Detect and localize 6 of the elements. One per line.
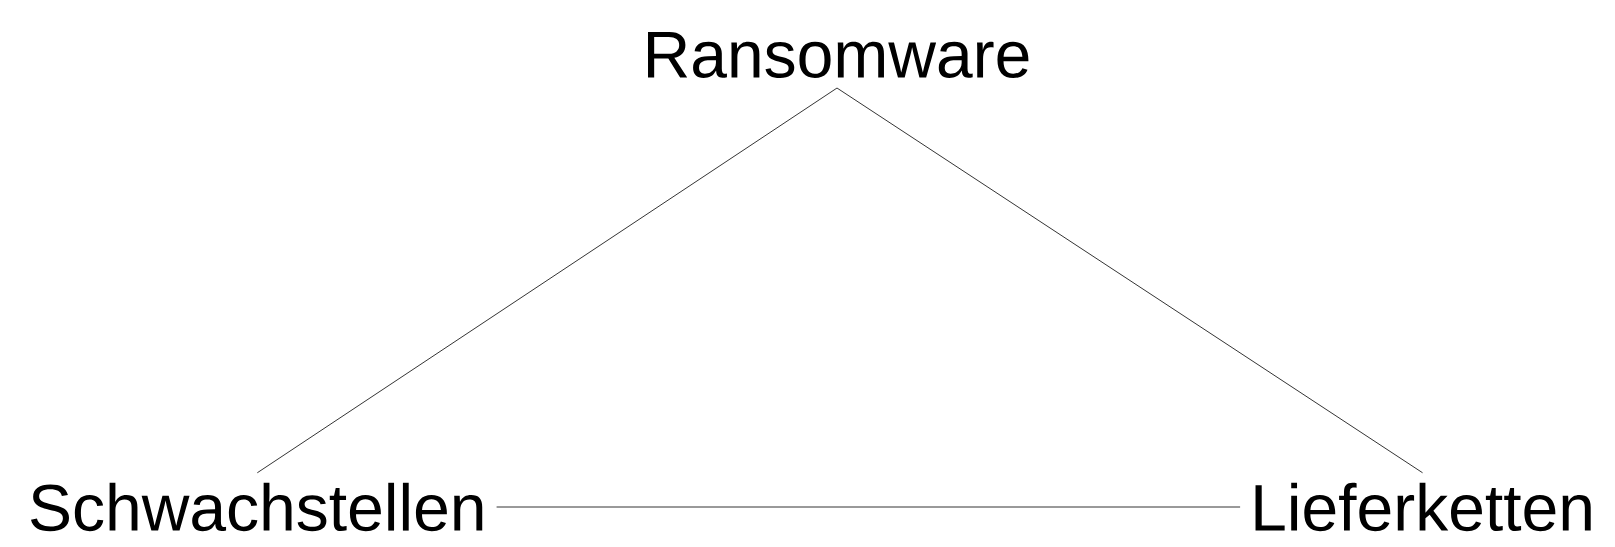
connector-line (496, 506, 1241, 508)
node-label: Lieferketten (1255, 482, 1591, 532)
connector-line (836, 87, 1423, 474)
connector-line (256, 87, 838, 474)
node-label: Ransomware (648, 31, 1029, 78)
node-label: Schwachstellen (31, 482, 483, 532)
